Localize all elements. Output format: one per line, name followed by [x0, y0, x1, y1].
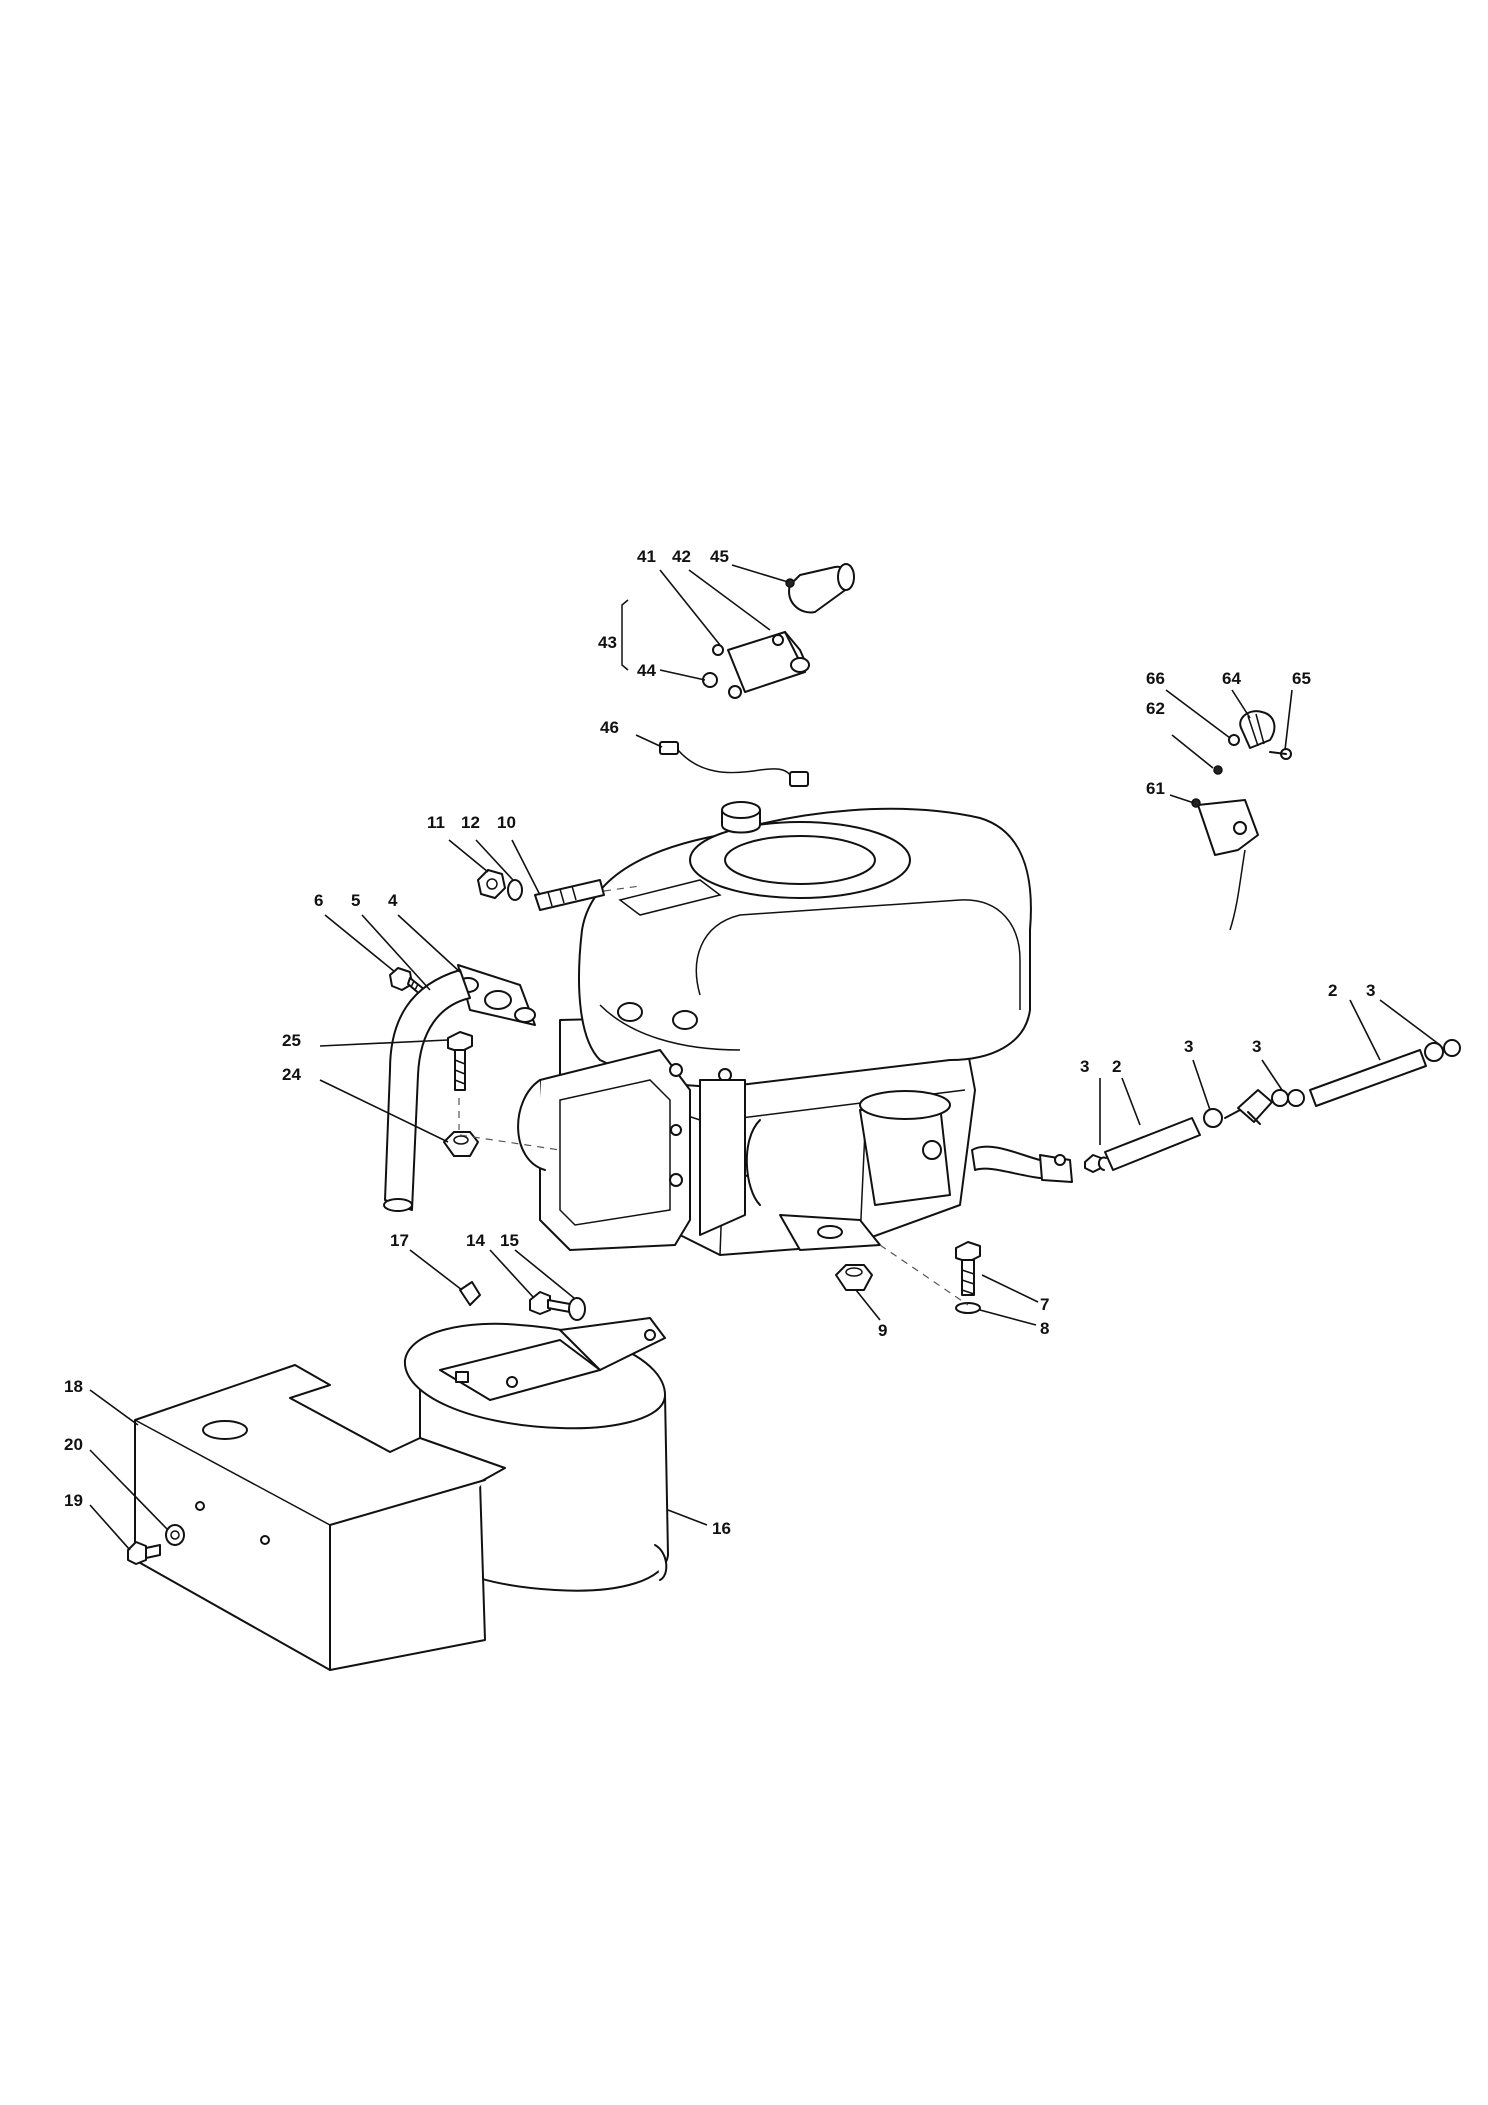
part-label-6: 6 [314, 891, 323, 910]
nut-24 [443, 1131, 479, 1157]
part-label-17: 17 [390, 1231, 409, 1250]
part-label-45: 45 [710, 547, 729, 566]
part-label-12: 12 [461, 813, 480, 832]
nut-9 [835, 1264, 873, 1291]
stud-bolt-10 [534, 879, 605, 911]
part-label-44: 44 [637, 661, 656, 680]
part-label-5: 5 [351, 891, 360, 910]
part-label-11: 11 [427, 813, 445, 832]
washer-20 [165, 1524, 185, 1546]
part-label-3: 3 [1366, 981, 1375, 1000]
engine [517, 801, 1032, 1256]
part-label-15: 15 [500, 1231, 519, 1250]
part-label-4: 4 [388, 891, 398, 910]
exhaust-gasket-4 [457, 964, 536, 1026]
part-label-66: 66 [1146, 669, 1165, 688]
fuel-line [971, 1039, 1461, 1183]
part-label-43: 43 [598, 633, 617, 652]
leader-lines [89, 564, 1441, 1551]
part-label-19: 19 [64, 1491, 83, 1510]
part-label-65: 65 [1292, 669, 1311, 688]
part-label-9: 9 [878, 1321, 887, 1340]
spark-plug-boot [785, 563, 855, 614]
part-label-16: 16 [712, 1519, 731, 1538]
part-label-2: 2 [1112, 1057, 1121, 1076]
part-label-3: 3 [1252, 1037, 1261, 1056]
part-label-42: 42 [672, 547, 691, 566]
part-label-2: 2 [1328, 981, 1337, 1000]
part-label-10: 10 [497, 813, 516, 832]
exhaust-pipe [383, 969, 471, 1212]
part-label-62: 62 [1146, 699, 1165, 718]
part-labels: 41 42 45 43 44 46 66 64 65 62 61 11 12 1… [64, 547, 1375, 1538]
part-label-14: 14 [466, 1231, 485, 1250]
part-label-25: 25 [282, 1031, 301, 1050]
part-label-24: 24 [282, 1065, 301, 1084]
bracket-43 [621, 599, 629, 671]
bolt-25 [447, 1031, 473, 1091]
part-label-8: 8 [1040, 1319, 1049, 1338]
bolt-7 [955, 1241, 981, 1296]
washer-12 [507, 879, 523, 901]
starter-solenoid [702, 631, 810, 699]
alignment-line [879, 1244, 969, 1306]
alignment-line [603, 885, 641, 892]
part-label-61: 61 [1146, 779, 1165, 798]
nut-11 [477, 869, 506, 899]
alignment-line [459, 1134, 561, 1151]
part-label-20: 20 [64, 1435, 83, 1454]
throttle-control [1191, 710, 1292, 931]
clip-17 [459, 1281, 481, 1306]
part-label-3: 3 [1080, 1057, 1089, 1076]
part-label-41: 41 [637, 547, 656, 566]
part-label-46: 46 [600, 718, 619, 737]
bolt-19 [127, 1541, 161, 1565]
washer-8 [955, 1302, 981, 1314]
part-label-7: 7 [1040, 1295, 1049, 1314]
part-label-3: 3 [1184, 1037, 1193, 1056]
wiring-46 [659, 741, 809, 787]
washer-15 [568, 1297, 586, 1321]
heat-shield-18 [134, 1364, 506, 1671]
bolt-14 [529, 1291, 571, 1315]
part-label-64: 64 [1222, 669, 1241, 688]
part-label-18: 18 [64, 1377, 83, 1396]
